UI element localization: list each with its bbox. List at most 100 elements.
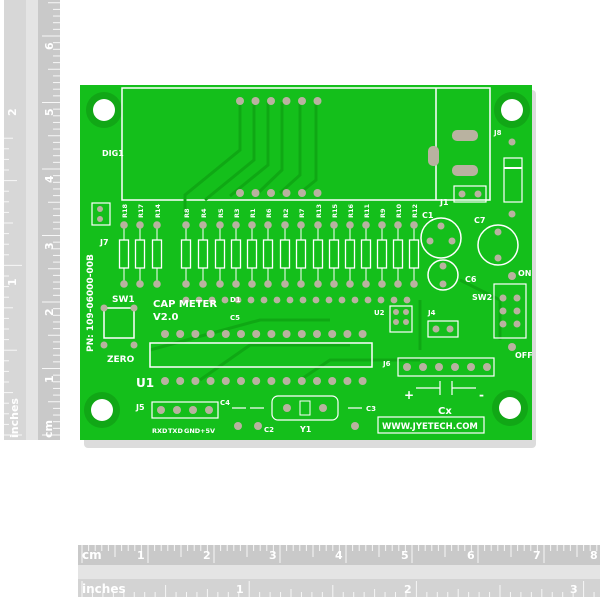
ic-pad — [343, 377, 352, 385]
resistor-pad — [136, 280, 144, 288]
j7-label: J7 — [99, 238, 109, 247]
ic-pad — [221, 330, 230, 338]
resistor-body — [134, 239, 146, 269]
y1-label: Y1 — [299, 425, 312, 434]
ic-pad — [252, 377, 261, 385]
resistor-label: R7 — [298, 208, 306, 218]
ic-pad — [221, 377, 230, 385]
u1-label: U1 — [136, 376, 154, 390]
u2-c5-c6-area: C1 C7 C6 — [420, 211, 519, 291]
zero-label: ZERO — [107, 355, 135, 365]
bottom-ruler-cm-6: 6 — [467, 549, 475, 562]
resistor-body — [230, 239, 242, 269]
j3-label: J4 — [427, 309, 436, 317]
u2-label: C1 — [422, 211, 434, 220]
ic-pad — [252, 330, 261, 338]
resistor-pad — [232, 280, 240, 288]
sw1-footprint: SW1 ZERO — [100, 295, 138, 365]
j5-header: J6 — [382, 357, 495, 377]
bottom-ruler-cm-5: 5 — [401, 549, 409, 562]
resistor-label: R9 — [379, 208, 387, 218]
bottom-ruler-cm-1: 1 — [137, 549, 145, 562]
ic-pad — [313, 330, 321, 338]
via-pad — [338, 296, 346, 304]
bottom-ruler-inches-label: inches — [82, 582, 126, 596]
via-pad — [286, 296, 294, 304]
left-ruler-cm-4: 4 — [43, 175, 56, 183]
via-pad — [195, 296, 203, 304]
j8-label: U2 — [374, 309, 385, 317]
ic-pad — [297, 330, 306, 338]
via-pad — [312, 296, 320, 304]
ic-pad — [206, 330, 215, 338]
resistor-pad — [199, 280, 207, 288]
resistor-pad — [297, 221, 305, 229]
bottom-ruler-cm-4: 4 — [335, 549, 343, 562]
bottom-ruler-cm-2: 2 — [203, 549, 211, 562]
via-pad — [364, 296, 372, 304]
resistor-pad — [378, 280, 386, 288]
j6-label: J8 — [493, 129, 502, 137]
resistor-pad — [394, 280, 402, 288]
resistor-label: R11 — [363, 203, 371, 218]
resistor-label: R10 — [395, 203, 403, 218]
header-pad — [267, 189, 275, 197]
via-pad — [260, 296, 268, 304]
resistor-pad — [281, 221, 289, 229]
resistor-body — [180, 239, 192, 269]
j3-footprint: J4 — [427, 309, 459, 338]
left-ruler: cm inches 6 5 4 3 2 1 2 1 — [4, 0, 60, 440]
ic-pad — [176, 377, 185, 385]
ic-pad — [267, 377, 276, 385]
sw2-label: SW2 — [472, 293, 492, 302]
resistor-body — [262, 239, 274, 269]
serial-gnd-label: GND — [184, 427, 201, 435]
d1-j6-footprint: J8 — [493, 129, 523, 218]
header-pad — [298, 189, 306, 197]
display-outline — [121, 87, 491, 201]
ic-pad — [191, 377, 200, 385]
via-pad — [247, 296, 255, 304]
c5-label: C6 — [465, 275, 477, 284]
header-pad — [298, 97, 306, 105]
resistor-body — [118, 239, 130, 269]
cx-terminals — [416, 381, 476, 395]
sw1-label: SW1 — [112, 295, 135, 305]
resistor-label: R1 — [249, 208, 257, 218]
display-header-pads — [236, 97, 322, 105]
via-pad — [273, 296, 281, 304]
resistor-pad — [153, 221, 161, 229]
resistor-pad — [314, 221, 322, 229]
ic-pad — [237, 330, 245, 338]
resistor-pad — [314, 280, 322, 288]
via-pad — [234, 296, 242, 304]
ic-pad — [191, 330, 200, 338]
resistor-label: R17 — [137, 204, 145, 218]
via-pad — [351, 296, 359, 304]
resistor-label: R4 — [200, 208, 208, 218]
resistor-body — [360, 239, 372, 269]
lower-header-pads — [236, 189, 322, 197]
resistor-pad — [362, 280, 370, 288]
u1-footprint — [149, 342, 373, 368]
power-slot-1 — [452, 130, 478, 141]
ic-pad — [328, 330, 337, 338]
resistor-body — [392, 239, 404, 269]
resistor-body — [151, 239, 163, 269]
left-ruler-inch-1: 1 — [6, 278, 19, 286]
left-ruler-cm-6: 6 — [43, 42, 56, 50]
ic-pad — [358, 330, 367, 338]
header-pad — [236, 189, 244, 197]
left-ruler-inch-2: 2 — [6, 108, 19, 116]
resistor-body — [376, 239, 388, 269]
resistor-body — [408, 239, 420, 269]
part-number: PN: 109-06000-00B — [86, 254, 96, 352]
sw2-footprint: SW2 ON OFF — [472, 269, 533, 360]
bottom-ruler: cm inches 1 2 3 4 5 6 7 8 1 2 3 — [78, 545, 600, 597]
serial-txd-label: TXD — [168, 427, 183, 435]
website-text: WWW.JYETECH.COM — [382, 422, 478, 432]
y1-footprint: Y1 — [271, 395, 339, 434]
ic-pad — [358, 377, 367, 385]
resistor-pad — [330, 280, 338, 288]
